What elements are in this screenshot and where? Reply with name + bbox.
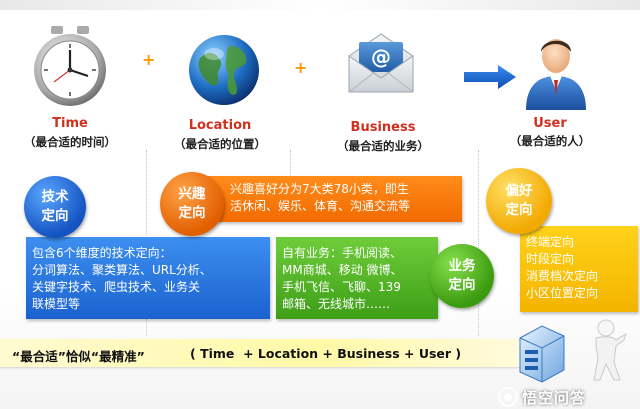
- tech-circle: 技术定向: [24, 176, 86, 238]
- preference-circle-line-2: 定向: [505, 202, 533, 218]
- interest-circle-line-1: 兴趣: [178, 186, 206, 202]
- interest-circle-line-2: 定向: [178, 205, 206, 221]
- top-strip: [0, 0, 640, 10]
- location-subtitle: （最合适的位置）: [174, 137, 266, 151]
- time-subtitle: （最合适的时间）: [24, 135, 116, 149]
- business-title: Business: [350, 120, 416, 135]
- business-circle: 业务定向: [430, 244, 494, 308]
- tech-line-2: 分词算法、聚类算法、URL分析、: [32, 263, 212, 277]
- interest-box: 兴趣喜好分为7大类78小类，即生 活休闲、娱乐、体育、沟通交流等: [208, 176, 462, 222]
- time-title: Time: [52, 116, 88, 131]
- business-circle-line-1: 业务: [448, 258, 476, 274]
- watermark-text: 悟空问答: [522, 389, 587, 407]
- globe-icon: [189, 35, 259, 105]
- svg-text:@: @: [371, 45, 391, 69]
- tech-circle-line-2: 定向: [41, 208, 69, 224]
- preference-circle-line-1: 偏好: [505, 183, 533, 199]
- business-line-1: 自有业务：手机阅读、: [282, 246, 403, 260]
- separator-3: [478, 150, 479, 336]
- banner-left-text: “最合适”恰似“最精准”: [12, 349, 145, 364]
- preference-line-3: 消费档次定向: [526, 269, 599, 283]
- watermark: 悟空问答: [484, 385, 640, 409]
- clock-icon: [34, 26, 106, 106]
- business-line-4: 邮箱、无线城市……: [282, 297, 391, 311]
- tech-circle-line-1: 技术: [41, 189, 69, 205]
- separator-2: [290, 150, 291, 180]
- business-circle-line-2: 定向: [448, 277, 476, 293]
- business-subtitle: （最合适的业务）: [337, 139, 429, 153]
- preference-line-4: 小区位置定向: [526, 286, 599, 300]
- figure-icon: [593, 319, 627, 381]
- tech-box: 包含6个维度的技术定向： 分词算法、聚类算法、URL分析、 关键字技术、爬虫技术…: [26, 237, 270, 319]
- business-line-2: MM商城、移动 微博、: [282, 263, 403, 277]
- interest-circle: 兴趣定向: [160, 172, 224, 236]
- user-subtitle: （最合适的人）: [509, 134, 591, 148]
- preference-line-2: 时段定向: [526, 252, 575, 266]
- tech-line-4: 联模型等: [32, 297, 81, 311]
- preference-circle: 偏好定向: [486, 168, 552, 234]
- mail-icon: @: [348, 33, 414, 93]
- server-icon: [519, 325, 565, 383]
- preference-line-1: 终端定向: [526, 235, 575, 249]
- plus-sign-2: +: [294, 58, 308, 77]
- arrow-right-icon: [464, 65, 516, 89]
- business-line-3: 手机飞信、飞聊、139: [282, 280, 401, 294]
- interest-line-2: 活休闲、娱乐、体育、沟通交流等: [230, 199, 411, 213]
- summary-banner: [0, 339, 532, 367]
- banner-right-text: ( Time + Location + Business + User ): [190, 346, 462, 361]
- person-icon: [526, 39, 586, 110]
- interest-line-1: 兴趣喜好分为7大类78小类，即生: [230, 182, 409, 196]
- watermark-logo-icon: [498, 387, 518, 407]
- location-title: Location: [188, 118, 252, 133]
- plus-sign-1: +: [142, 50, 156, 69]
- user-title: User: [533, 116, 567, 131]
- business-box: 自有业务：手机阅读、 MM商城、移动 微博、 手机飞信、飞聊、139 邮箱、无线…: [276, 237, 438, 319]
- tech-line-3: 关键字技术、爬虫技术、业务关: [32, 280, 201, 294]
- preference-box: 终端定向 时段定向 消费档次定向 小区位置定向: [520, 226, 638, 312]
- tech-line-1: 包含6个维度的技术定向：: [32, 246, 172, 260]
